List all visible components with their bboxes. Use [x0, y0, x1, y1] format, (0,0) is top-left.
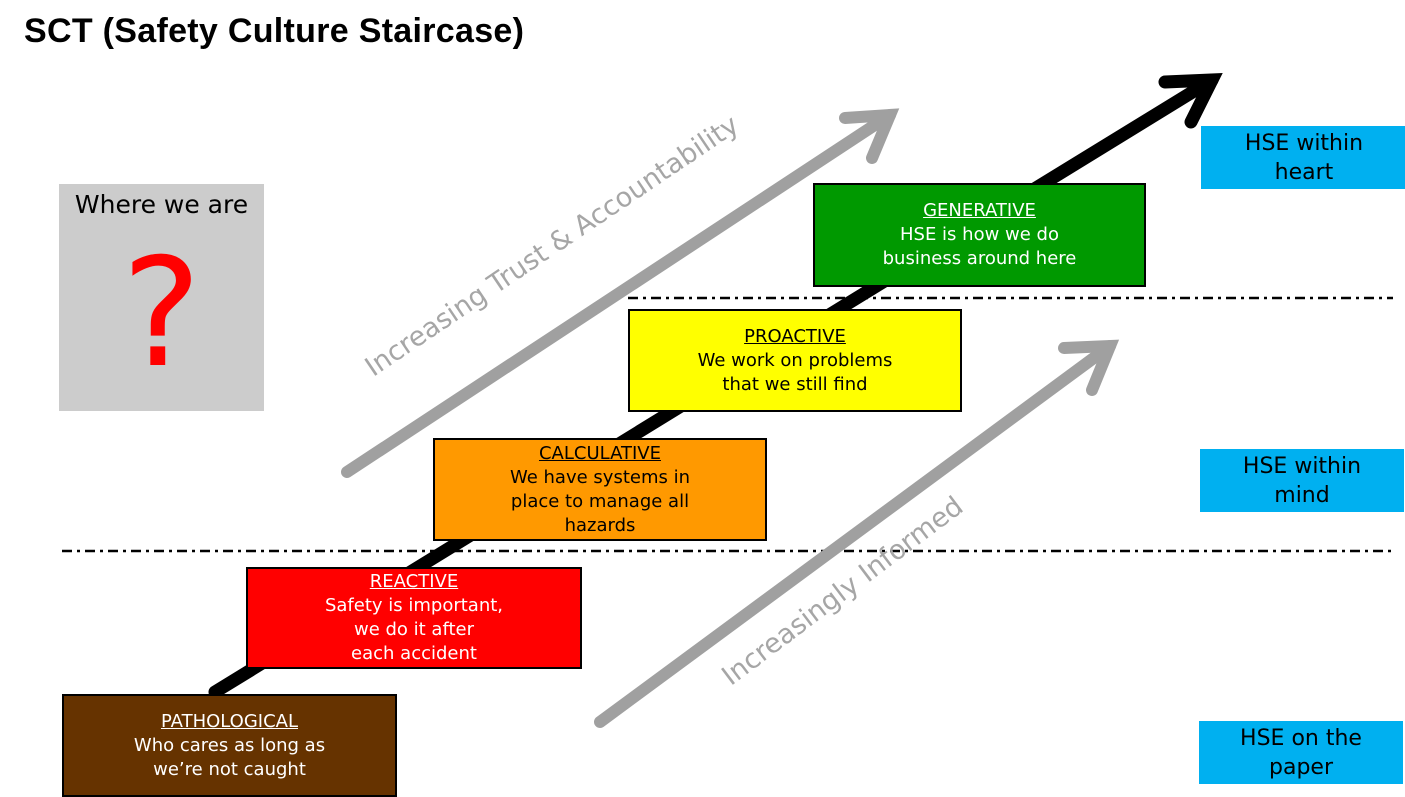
- step-desc: We have systems in place to manage all h…: [509, 466, 690, 536]
- step-generative: GENERATIVE HSE is how we do business aro…: [813, 183, 1146, 287]
- step-name: CALCULATIVE: [538, 442, 661, 464]
- step-desc: Who cares as long as we’re not caught: [133, 734, 326, 780]
- level-mind: HSE within mind: [1200, 449, 1404, 512]
- level-heart: HSE within heart: [1201, 126, 1405, 189]
- step-proactive: PROACTIVE We work on problems that we st…: [628, 309, 962, 412]
- step-desc: Safety is important, we do it after each…: [324, 595, 504, 664]
- level-paper: HSE on the paper: [1199, 721, 1403, 784]
- step-name: PROACTIVE: [744, 325, 846, 347]
- step-name: GENERATIVE: [923, 200, 1036, 221]
- step-name: PATHOLOGICAL: [160, 710, 299, 732]
- step-calculative: CALCULATIVE We have systems in place to …: [433, 438, 767, 541]
- step-name: REACTIVE: [369, 571, 459, 592]
- page-title: SCT (Safety Culture Staircase): [24, 12, 525, 50]
- where-we-are-label: Where we are: [74, 190, 249, 219]
- step-reactive: REACTIVE Safety is important, we do it a…: [246, 567, 582, 669]
- informed-arrow: [594, 339, 1120, 728]
- step-desc: HSE is how we do business around here: [882, 224, 1077, 269]
- step-pathological: PATHOLOGICAL Who cares as long as we’re …: [62, 694, 397, 797]
- step-desc: We work on problems that we still find: [697, 349, 893, 395]
- where-we-are-box: Where we are ?: [59, 184, 264, 411]
- question-mark-icon: ?: [121, 227, 202, 401]
- trust-arrow: [341, 108, 900, 478]
